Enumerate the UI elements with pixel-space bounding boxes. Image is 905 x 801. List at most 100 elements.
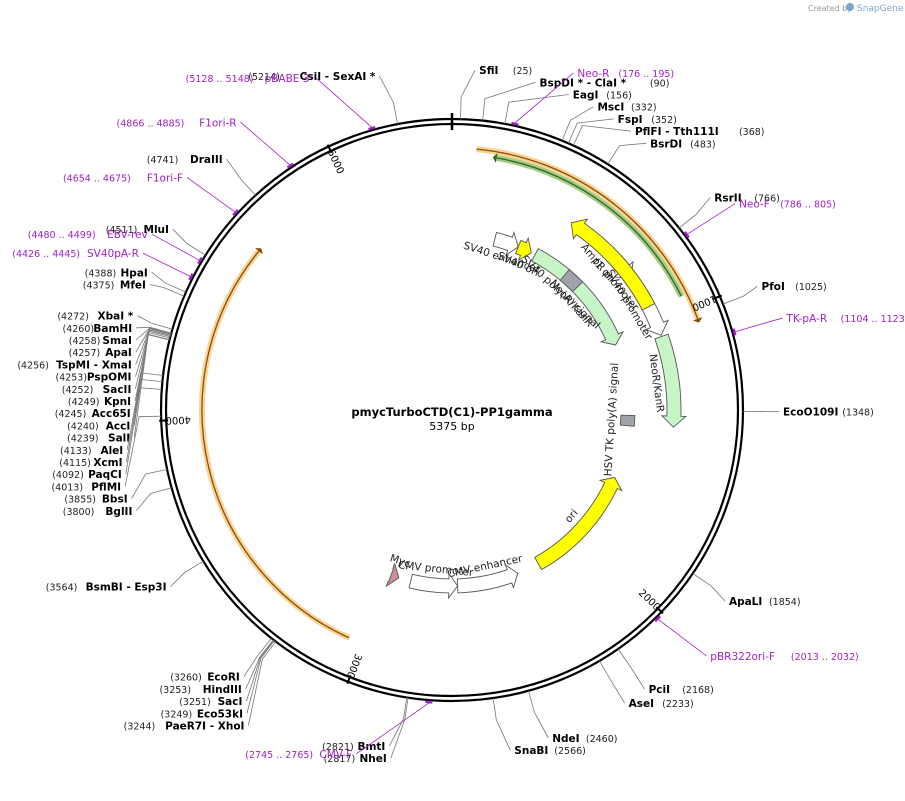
site-asei[interactable]: AseI(2233) (629, 698, 694, 710)
feature-sv40-enhancer-2[interactable] (492, 231, 519, 257)
primer-ebv-rev[interactable]: EBV-rev (4480 .. 4499) (28, 229, 148, 241)
site-bsmbi-esp3i[interactable]: BsmBI - Esp3I(3564) (46, 582, 167, 594)
site-eco53ki[interactable]: Eco53kI(3249) (161, 708, 243, 720)
primer-sv40pa-r[interactable]: SV40pA-R(4426 .. 4445) (12, 248, 139, 260)
primer-neo-r[interactable]: Neo-R(176 .. 195) (577, 68, 674, 80)
site-apai[interactable]: ApaI(4257) (69, 347, 132, 359)
site-saci-leader (246, 639, 275, 702)
site-bglii[interactable]: BglII(3800) (63, 506, 133, 518)
site-xbai-position: (4272) (57, 312, 89, 323)
site-ecoo109i[interactable]: EcoO109I(1348) (783, 407, 874, 419)
tick-mark-1000 (712, 294, 723, 300)
primer-ebv-rev-binding-mark (197, 256, 203, 265)
feature-f1-ori-6[interactable] (570, 218, 656, 311)
site-xcmi[interactable]: XcmI(4115) (59, 457, 122, 469)
primer-ebv-rev-range: (4480 .. 4499) (28, 230, 96, 241)
site-saci[interactable]: SacI(3251) (179, 696, 242, 708)
site-bbsi[interactable]: BbsI(3855) (64, 494, 127, 506)
site-ecori[interactable]: EcoRI(3260) (170, 672, 240, 684)
site-eagi[interactable]: EagI(156) (573, 90, 632, 102)
site-snabi-leader (492, 698, 511, 751)
feature-cmv-promoter-11[interactable] (408, 572, 459, 600)
site-pspomi[interactable]: PspOMI(4253) (55, 372, 131, 384)
site-paqci[interactable]: PaqCI(4092) (52, 469, 122, 481)
site-acci[interactable]: AccI(4240) (67, 420, 130, 432)
site-alei[interactable]: AleI(4133) (60, 445, 123, 457)
site-acc65i[interactable]: Acc65I(4245) (55, 408, 131, 420)
site-acci-position: (4240) (67, 421, 99, 432)
site-pflfi-tth111i[interactable]: PflFI - Tth111I(368) (635, 126, 765, 138)
site-pfoi-name: PfoI (762, 281, 785, 293)
site-msci[interactable]: MscI(332) (597, 102, 656, 114)
site-apali[interactable]: ApaLI(1854) (729, 596, 801, 608)
feature-neor-kanr-0[interactable] (654, 333, 688, 428)
site-alei-position: (4133) (60, 446, 92, 457)
site-sali-position: (4239) (67, 434, 99, 445)
site-draiii[interactable]: DraIII(4741) (147, 154, 223, 166)
site-bspdi-clai[interactable]: BspDI * - ClaI *(90) (540, 77, 670, 89)
site-paer7i-xhoi[interactable]: PaeR7I - XhoI(3244) (124, 720, 245, 732)
site-pflmi[interactable]: PflMI(4013) (51, 481, 121, 493)
site-kpni-name: KpnI (104, 396, 131, 408)
site-smai-name: SmaI (102, 335, 132, 347)
site-eagi-position: (156) (606, 91, 632, 102)
primer-pbr322ori-f[interactable]: pBR322ori-F(2013 .. 2032) (710, 651, 858, 663)
primer-tk-pa-r[interactable]: TK-pA-R(1104 .. 1123) (785, 313, 905, 325)
site-fspi[interactable]: FspI(352) (618, 114, 677, 126)
orf-layer (198, 146, 703, 641)
site-ndei[interactable]: NdeI(2460) (552, 733, 617, 745)
site-bglii-name: BglII (105, 506, 132, 518)
site-pcii[interactable]: PciI(2168) (649, 684, 714, 696)
site-acc65i-position: (4245) (55, 409, 87, 420)
site-rsrii[interactable]: RsrII(766) (714, 192, 780, 204)
site-sfii[interactable]: SfiI(25) (479, 65, 532, 77)
feature-hsv-tk-poly-a-signal-8[interactable] (619, 414, 636, 427)
site-smai[interactable]: SmaI(4258) (69, 335, 132, 347)
site-tspmi-xmai[interactable]: TspMI - XmaI(4256) (17, 359, 131, 371)
primer-ebv-rev-name: EBV-rev (107, 229, 148, 241)
snapgene-logo-icon (846, 3, 854, 11)
primer-neo-f[interactable]: Neo-F(786 .. 805) (739, 199, 836, 211)
orf-track-2[interactable] (198, 249, 351, 641)
site-nhei-name: NheI (360, 753, 387, 765)
site-xbai[interactable]: XbaI *(4272) (57, 311, 133, 323)
primer-pbabe-3[interactable]: pBABE 3'(5128 .. 5148) (186, 73, 313, 85)
site-bamhi[interactable]: BamHI(4260) (63, 323, 133, 335)
site-eco53ki-leader (246, 640, 275, 714)
site-kpni[interactable]: KpnI(4249) (68, 396, 131, 408)
site-ndei-leader (528, 690, 549, 739)
site-sacii[interactable]: SacII(4252) (62, 384, 132, 396)
orf-arrowhead-1 (492, 153, 498, 163)
site-snabi[interactable]: SnaBI(2566) (514, 745, 586, 757)
primer-pbr322ori-f-range: (2013 .. 2032) (791, 652, 859, 663)
primer-cmv-f[interactable]: CMV-F(2745 .. 2765) (245, 749, 352, 761)
site-bsrdi[interactable]: BsrDI(483) (650, 138, 716, 150)
credit-brand[interactable]: SnapGene (857, 4, 904, 14)
site-pspomi-position: (4253) (55, 373, 87, 384)
site-pfoi[interactable]: PfoI(1025) (762, 281, 827, 293)
feature-sv40-poly-a-signal-7[interactable] (559, 268, 584, 293)
primer-f1ori-f[interactable]: F1ori-F(4654 .. 4675) (63, 172, 183, 184)
tick-label-1000: 1000 (690, 292, 718, 312)
site-pflfi-tth111i-position: (368) (739, 127, 765, 138)
site-bsmbi-esp3i-leader (170, 560, 204, 587)
primer-neo-r-binding-mark (511, 121, 519, 126)
site-hpai[interactable]: HpaI(4388) (85, 267, 148, 279)
primer-f1ori-r[interactable]: F1ori-R(4866 .. 4885) (117, 117, 237, 129)
site-nhei[interactable]: NheI(2817) (324, 753, 387, 765)
feature-sv40-ori-3[interactable] (515, 236, 532, 262)
site-csii-sexai-position: (5214) (248, 72, 280, 83)
site-sali[interactable]: SalI(4239) (67, 433, 130, 445)
feature-ori-9[interactable] (534, 476, 623, 571)
site-tspmi-xmai-name: TspMI - XmaI (56, 359, 132, 371)
site-hindiii[interactable]: HindIII(3253) (159, 684, 241, 696)
tick-mark-2000 (655, 606, 664, 615)
feature-myc-12[interactable] (385, 562, 400, 588)
site-csii-sexai-leader (379, 75, 398, 125)
site-sfii-name: SfiI (479, 65, 498, 77)
site-bmti[interactable]: BmtI(2821) (322, 741, 385, 753)
site-mfei[interactable]: MfeI(4375) (83, 279, 146, 291)
site-smai-position: (4258) (69, 336, 101, 347)
feature-cmv-enhancer-10[interactable] (456, 563, 519, 594)
site-mlui[interactable]: MluI(4511) (106, 224, 169, 236)
